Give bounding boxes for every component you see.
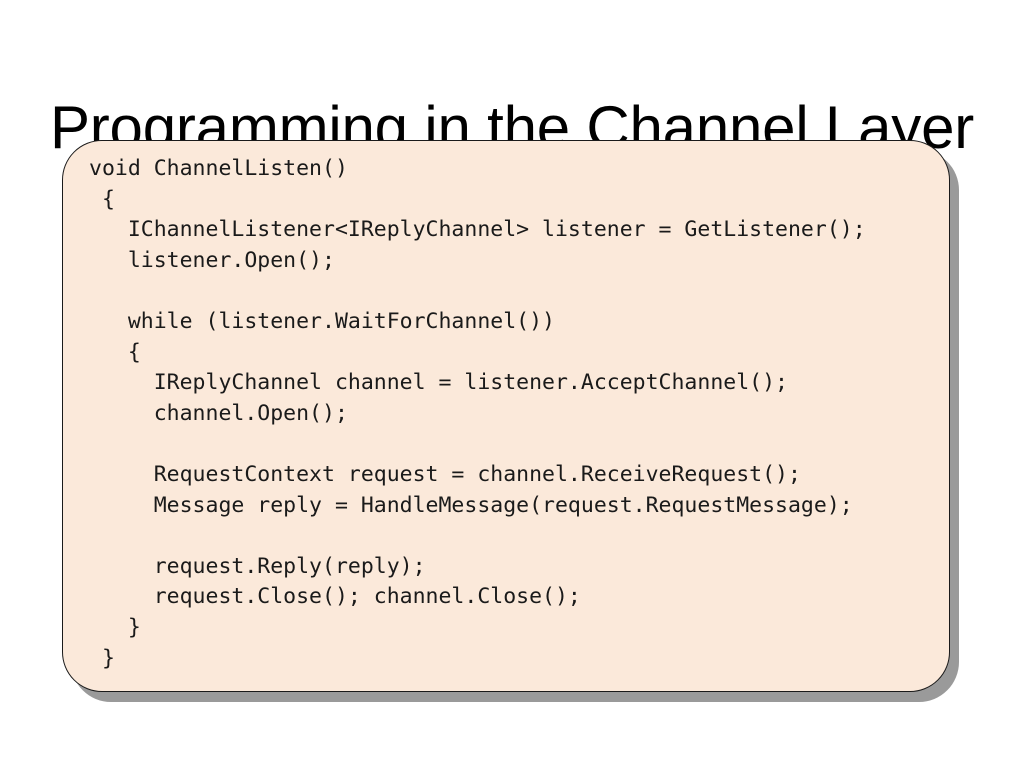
code-line: RequestContext request = channel.Receive…	[89, 461, 801, 487]
code-line: while (listener.WaitForChannel())	[89, 308, 555, 334]
code-line	[89, 429, 935, 460]
code-block: void ChannelListen() { IChannelListener<…	[89, 154, 935, 674]
code-line	[89, 521, 935, 552]
code-line: {	[89, 339, 141, 365]
code-line: request.Reply(reply);	[89, 553, 426, 579]
code-line: channel.Open();	[89, 400, 348, 426]
code-line: void ChannelListen()	[89, 156, 348, 181]
code-line: }	[89, 614, 141, 640]
code-line: IChannelListener<IReplyChannel> listener…	[89, 217, 866, 243]
code-line	[89, 276, 935, 307]
code-line: }	[89, 645, 115, 671]
code-line: listener.Open();	[89, 247, 335, 273]
code-line: {	[89, 186, 115, 212]
code-panel-container: void ChannelListen() { IChannelListener<…	[62, 140, 959, 702]
code-panel: void ChannelListen() { IChannelListener<…	[62, 140, 950, 692]
code-line: IReplyChannel channel = listener.AcceptC…	[89, 370, 788, 396]
code-line: Message reply = HandleMessage(request.Re…	[89, 492, 853, 518]
code-line: request.Close(); channel.Close();	[89, 584, 581, 610]
